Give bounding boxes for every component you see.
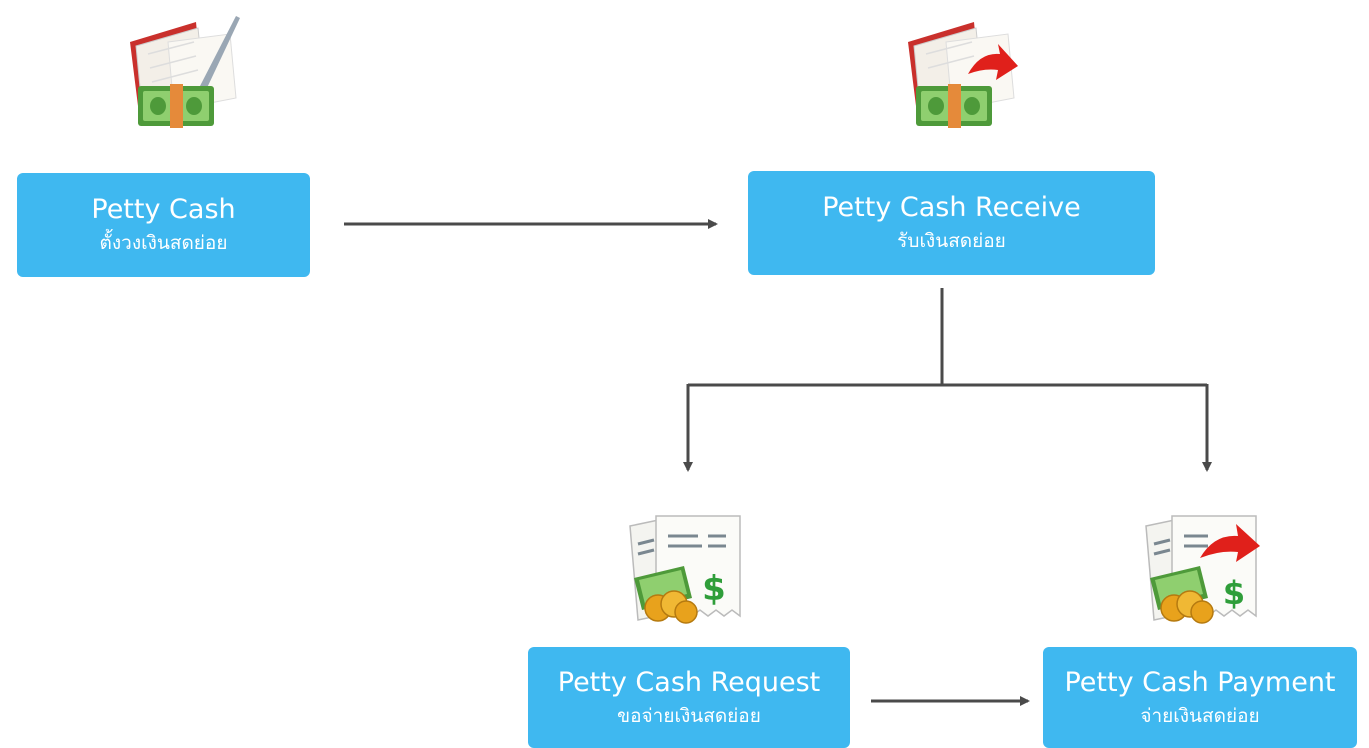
node-petty-cash-request[interactable]: Petty Cash Request ขอจ่ายเงินสดย่อย [528,647,850,748]
node-title: Petty Cash Payment [1064,666,1336,698]
ledger-money-pen-icon [130,16,240,128]
svg-text:$: $ [702,569,726,609]
node-title: Petty Cash Request [557,666,821,698]
ledger-money-arrow-icon [908,22,1018,128]
node-subtitle: รับเงินสดย่อย [897,230,1006,252]
svg-text:$: $ [1223,574,1245,612]
document-money-arrow-icon: $ [1145,515,1260,624]
document-money-coins-icon: $ [629,515,741,624]
node-petty-cash[interactable]: Petty Cash ตั้งวงเงินสดย่อย [17,173,310,277]
node-subtitle: ตั้งวงเงินสดย่อย [99,232,228,254]
node-petty-cash-payment[interactable]: Petty Cash Payment จ่ายเงินสดย่อย [1043,647,1357,748]
node-subtitle: จ่ายเงินสดย่อย [1140,704,1260,727]
node-petty-cash-receive[interactable]: Petty Cash Receive รับเงินสดย่อย [748,171,1155,275]
node-title: Petty Cash Receive [822,192,1081,223]
node-title: Petty Cash [91,194,236,225]
node-subtitle: ขอจ่ายเงินสดย่อย [617,704,761,727]
